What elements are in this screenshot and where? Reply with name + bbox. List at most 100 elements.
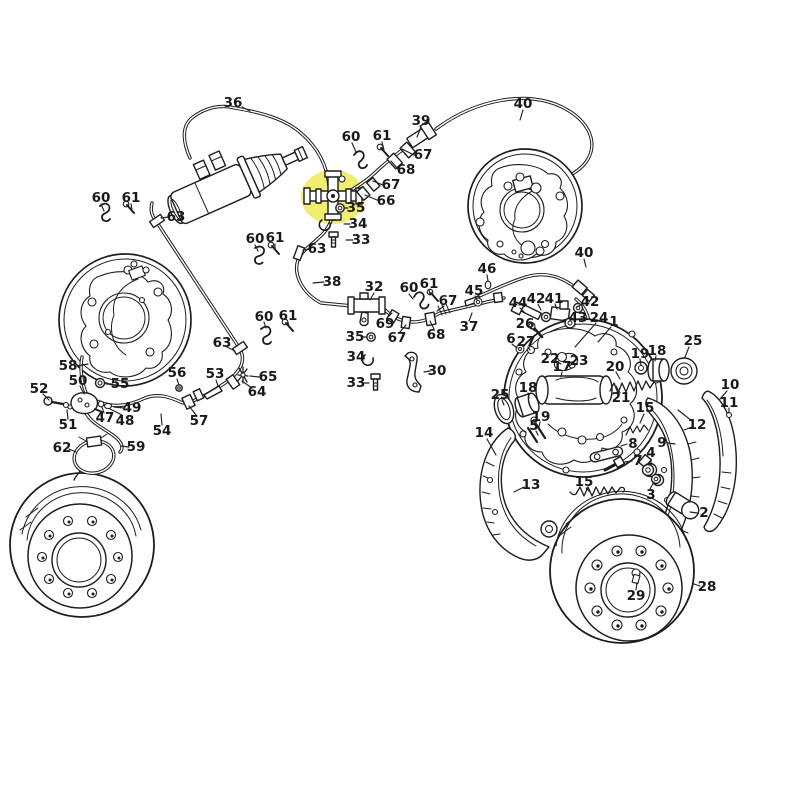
part-label-68: 68 <box>427 327 446 343</box>
part-label-59: 59 <box>127 439 146 455</box>
part-label-38: 38 <box>323 274 342 290</box>
part-label-58: 58 <box>59 358 78 374</box>
part-label-24: 24 <box>590 310 609 326</box>
part-label-61: 61 <box>266 230 285 246</box>
clip-64-65 <box>225 366 249 390</box>
master-cylinder <box>167 145 309 225</box>
part-label-21: 21 <box>612 390 631 406</box>
part-label-27: 27 <box>517 334 536 350</box>
leader-lines <box>42 106 730 591</box>
part-label-34: 34 <box>347 349 366 365</box>
part-label-19: 19 <box>532 409 551 425</box>
part-label-53: 53 <box>206 366 225 382</box>
part-label-37: 37 <box>460 319 479 335</box>
part-label-64: 64 <box>248 384 267 400</box>
part-label-25: 25 <box>684 333 703 349</box>
part-label-67: 67 <box>388 330 407 346</box>
part-label-30: 30 <box>428 363 447 379</box>
part-label-44: 44 <box>509 295 528 311</box>
part-label-33: 33 <box>347 375 366 391</box>
part-label-11: 11 <box>720 395 739 411</box>
part-label-28: 28 <box>698 579 717 595</box>
part-label-47: 47 <box>96 410 115 426</box>
part-label-15: 15 <box>636 400 655 416</box>
part-label-62: 62 <box>53 440 72 456</box>
adjuster-spring <box>609 380 655 394</box>
part-label-35: 35 <box>346 329 365 345</box>
fastener-icons <box>318 203 381 391</box>
part-label-35: 35 <box>347 200 366 216</box>
part-label-20: 20 <box>606 359 625 375</box>
part-label-18: 18 <box>648 343 667 359</box>
cable-connector-39 <box>406 120 438 149</box>
part-label-10: 10 <box>721 377 740 393</box>
part-label-61: 61 <box>122 190 141 206</box>
piston-parts-right <box>634 357 698 385</box>
part-label-6: 6 <box>506 331 515 347</box>
part-label-18: 18 <box>519 380 538 396</box>
banjo-bolt-assembly <box>510 300 584 329</box>
part-label-57: 57 <box>190 413 209 429</box>
part-label-34: 34 <box>349 216 368 232</box>
part-label-39: 39 <box>412 113 431 129</box>
part-label-25: 25 <box>491 387 510 403</box>
brake-shoe-left <box>479 427 558 561</box>
brake-drum-right <box>549 490 695 644</box>
part-label-14: 14 <box>475 425 494 441</box>
brake-drum-left <box>9 472 155 618</box>
part-label-40: 40 <box>514 96 533 112</box>
wheel-stud-holes <box>584 545 674 631</box>
part-label-54: 54 <box>153 423 172 439</box>
part-label-63: 63 <box>213 335 232 351</box>
part-label-40: 40 <box>575 245 594 261</box>
part-label-46: 46 <box>478 261 497 277</box>
part-label-60: 60 <box>342 129 361 145</box>
part-label-60: 60 <box>400 280 419 296</box>
left-union-cluster <box>43 377 223 415</box>
part-label-9: 9 <box>657 435 666 451</box>
pipe-sleeves <box>148 213 306 356</box>
washer-55 <box>94 377 106 389</box>
bolt-29 <box>631 568 641 585</box>
part-label-2: 2 <box>699 505 708 521</box>
left-backing-plate <box>58 253 192 387</box>
part-label-60: 60 <box>92 190 111 206</box>
part-label-49: 49 <box>123 400 142 416</box>
part-label-67: 67 <box>382 177 401 193</box>
pipe-union <box>208 150 227 171</box>
junction-32 <box>347 292 437 330</box>
wheel-stud-holes <box>36 515 124 599</box>
pipe-union <box>192 159 211 180</box>
part-label-32: 32 <box>365 279 384 295</box>
part-label-5: 5 <box>529 418 538 434</box>
part-label-13: 13 <box>522 477 541 493</box>
part-label-61: 61 <box>420 276 439 292</box>
hose-loop <box>72 433 116 481</box>
part-label-7: 7 <box>633 453 642 469</box>
part-label-29: 29 <box>627 588 646 604</box>
part-label-12: 12 <box>688 417 707 433</box>
part-label-67: 67 <box>414 147 433 163</box>
part-label-42: 42 <box>581 294 600 310</box>
part-label-56: 56 <box>168 365 187 381</box>
part-label-48: 48 <box>116 413 135 429</box>
part-label-66: 66 <box>377 193 396 209</box>
washer-56 <box>175 384 183 392</box>
shoe-return-spring-small <box>625 424 649 436</box>
part-label-65: 65 <box>259 369 278 385</box>
part-label-8: 8 <box>628 436 637 452</box>
part-label-23: 23 <box>570 353 589 369</box>
part-label-60: 60 <box>255 309 274 325</box>
part-label-68: 68 <box>397 162 416 178</box>
part-label-26: 26 <box>516 316 535 332</box>
part-label-19: 19 <box>631 346 650 362</box>
part-label-42: 42 <box>527 291 546 307</box>
part-label-51: 51 <box>59 417 78 433</box>
piston-parts-left <box>493 392 547 444</box>
part-label-69: 69 <box>376 316 395 332</box>
part-label-3: 3 <box>646 487 655 503</box>
part-label-41: 41 <box>545 291 564 307</box>
part-label-63: 63 <box>308 241 327 257</box>
